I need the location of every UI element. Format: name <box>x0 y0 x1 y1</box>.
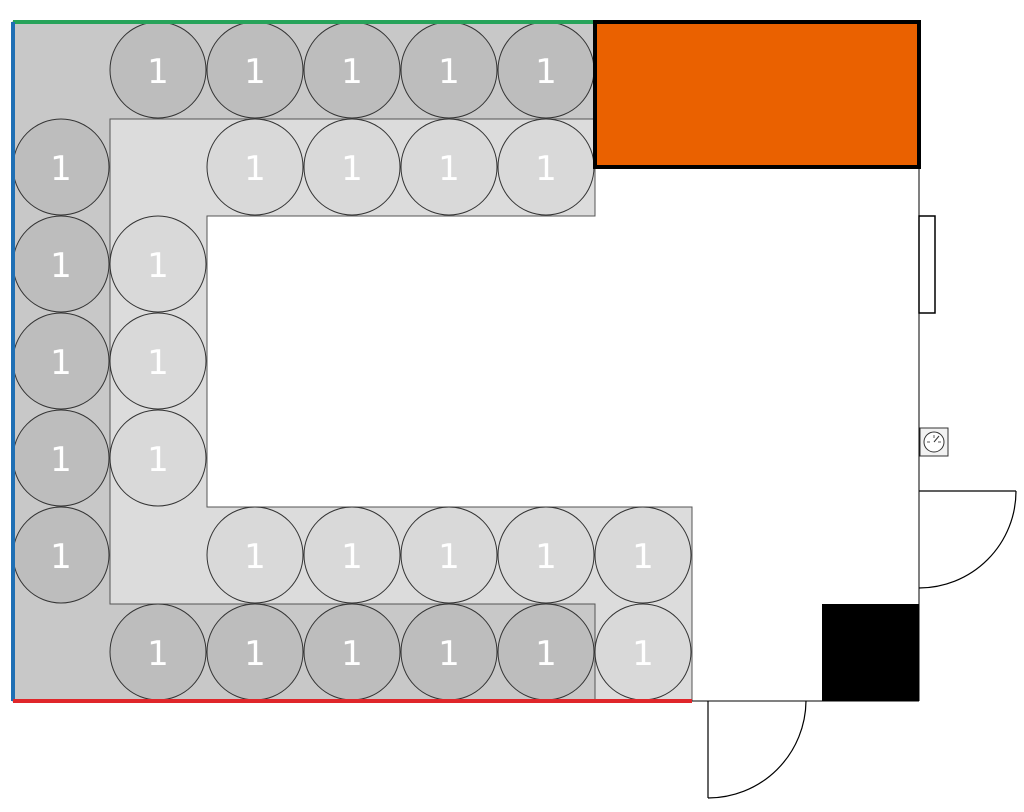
cell-circle <box>109 409 207 507</box>
cell-label: 1 <box>147 343 169 383</box>
cell-label: 1 <box>535 52 557 92</box>
cell[interactable]: 1 <box>206 603 304 701</box>
cell-circle <box>109 312 207 410</box>
cell-label: 1 <box>244 634 266 674</box>
black-block[interactable] <box>822 604 919 701</box>
cell[interactable]: 1 <box>12 409 110 507</box>
cell-label: 1 <box>341 537 363 577</box>
cell[interactable]: 1 <box>109 603 207 701</box>
cell[interactable]: 1 <box>594 603 692 701</box>
cell-label: 1 <box>244 52 266 92</box>
cell-label: 1 <box>341 52 363 92</box>
cell[interactable]: 1 <box>303 506 401 604</box>
cell[interactable]: 1 <box>497 506 595 604</box>
cell-label: 1 <box>147 440 169 480</box>
cell-circle <box>594 506 692 604</box>
cell[interactable]: 1 <box>400 118 498 216</box>
cell-label: 1 <box>244 149 266 189</box>
cell-circle <box>206 118 304 216</box>
cell[interactable]: 1 <box>303 603 401 701</box>
cell-label: 1 <box>50 246 72 286</box>
cell[interactable]: 1 <box>497 603 595 701</box>
cell-label: 1 <box>50 343 72 383</box>
cell[interactable]: 1 <box>303 21 401 119</box>
cell[interactable]: 1 <box>206 21 304 119</box>
cell-label: 1 <box>50 149 72 189</box>
cell-circle <box>109 215 207 313</box>
cell[interactable]: 1 <box>109 312 207 410</box>
cell[interactable]: 1 <box>12 312 110 410</box>
cell-label: 1 <box>341 149 363 189</box>
cell[interactable]: 1 <box>109 21 207 119</box>
inner-cells: 1 1 1 1 1 1 1 1 1 1 1 1 1 <box>109 118 692 701</box>
cell-label: 1 <box>438 149 460 189</box>
cell[interactable]: 1 <box>303 118 401 216</box>
cell[interactable]: 1 <box>206 506 304 604</box>
cell[interactable]: 1 <box>400 603 498 701</box>
cell-label: 1 <box>535 149 557 189</box>
walls <box>11 20 692 703</box>
cell-label: 1 <box>244 537 266 577</box>
door-icon[interactable] <box>918 490 1017 589</box>
cell-label: 1 <box>535 537 557 577</box>
cell-label: 1 <box>438 634 460 674</box>
cell-label: 1 <box>632 537 654 577</box>
cell[interactable]: 1 <box>12 215 110 313</box>
cell[interactable]: 1 <box>400 506 498 604</box>
cell-label: 1 <box>147 634 169 674</box>
cell[interactable]: 1 <box>109 215 207 313</box>
cell-label: 1 <box>535 634 557 674</box>
cell[interactable]: 1 <box>594 506 692 604</box>
orange-block[interactable] <box>593 20 921 169</box>
cell-label: 1 <box>147 246 169 286</box>
cell[interactable]: 1 <box>497 21 595 119</box>
cell-circle <box>400 506 498 604</box>
cell-circle <box>303 118 401 216</box>
cell[interactable]: 1 <box>12 118 110 216</box>
cell[interactable]: 1 <box>206 118 304 216</box>
cell-label: 1 <box>341 634 363 674</box>
cell-label: 1 <box>438 52 460 92</box>
cell-label: 1 <box>50 440 72 480</box>
outer-cells: 1 1 1 1 1 1 1 1 1 1 1 1 1 1 1 <box>12 21 595 701</box>
cell[interactable]: 1 <box>400 21 498 119</box>
cell-label: 1 <box>438 537 460 577</box>
cell[interactable]: 1 <box>12 506 110 604</box>
cell[interactable]: 1 <box>497 118 595 216</box>
cell-label: 1 <box>147 52 169 92</box>
cell-circle <box>400 118 498 216</box>
cell-circle <box>497 506 595 604</box>
cell-circle <box>303 506 401 604</box>
cell[interactable]: 1 <box>109 409 207 507</box>
cell-label: 1 <box>632 634 654 674</box>
window-icon <box>918 215 936 314</box>
cell-circle <box>206 506 304 604</box>
cell-label: 1 <box>50 537 72 577</box>
gauge-icon <box>919 427 949 457</box>
door-icon[interactable] <box>707 700 807 799</box>
